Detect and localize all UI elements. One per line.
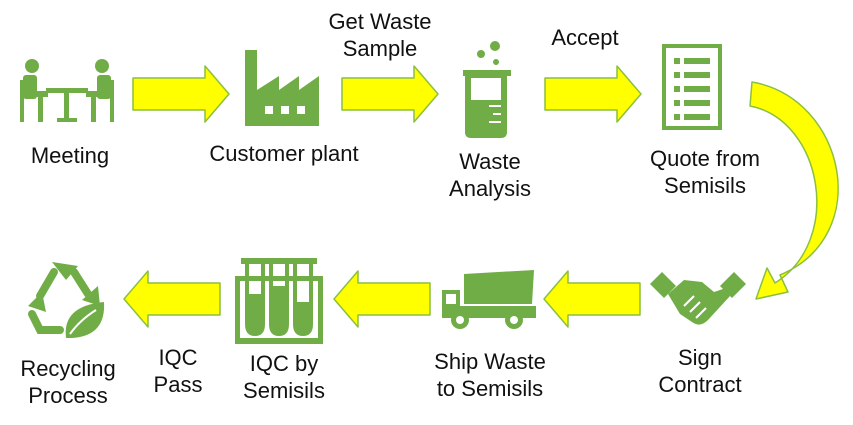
step-label-recycling: Recycling Process xyxy=(20,356,116,408)
checklist-icon xyxy=(662,44,722,130)
beaker-icon xyxy=(463,41,511,138)
test-tubes-icon xyxy=(235,258,323,344)
arrow-analysis-to-quote xyxy=(544,65,642,123)
transition-label-get-waste-sample: Get Waste Sample xyxy=(328,9,432,61)
transition-label-iqc-pass: IQC Pass xyxy=(153,345,203,397)
arrow-plant-to-analysis xyxy=(341,65,439,123)
step-label-waste-analysis: Waste Analysis xyxy=(449,149,531,201)
step-label-quote: Quote from Semisils xyxy=(649,146,761,198)
arrow-iqc-to-recycling xyxy=(123,270,221,328)
arrow-ship-to-iqc xyxy=(333,270,431,328)
step-label-customer-plant: Customer plant xyxy=(209,141,359,166)
factory-icon xyxy=(245,50,319,126)
arrow-quote-to-contract xyxy=(749,81,839,300)
arrow-contract-to-ship xyxy=(543,270,641,328)
transition-label-accept: Accept xyxy=(551,25,619,50)
step-label-iqc-by-semisils: IQC by Semisils xyxy=(243,351,325,403)
truck-icon xyxy=(442,270,536,329)
recycle-leaf-icon xyxy=(28,262,105,338)
meeting-icon xyxy=(20,59,114,122)
step-label-ship-waste: Ship Waste to Semisils xyxy=(434,349,546,401)
step-label-sign-contract: Sign Contract xyxy=(658,345,742,397)
step-label-meeting: Meeting xyxy=(30,143,110,168)
handshake-icon xyxy=(650,272,746,325)
arrow-meeting-to-plant xyxy=(132,65,230,123)
